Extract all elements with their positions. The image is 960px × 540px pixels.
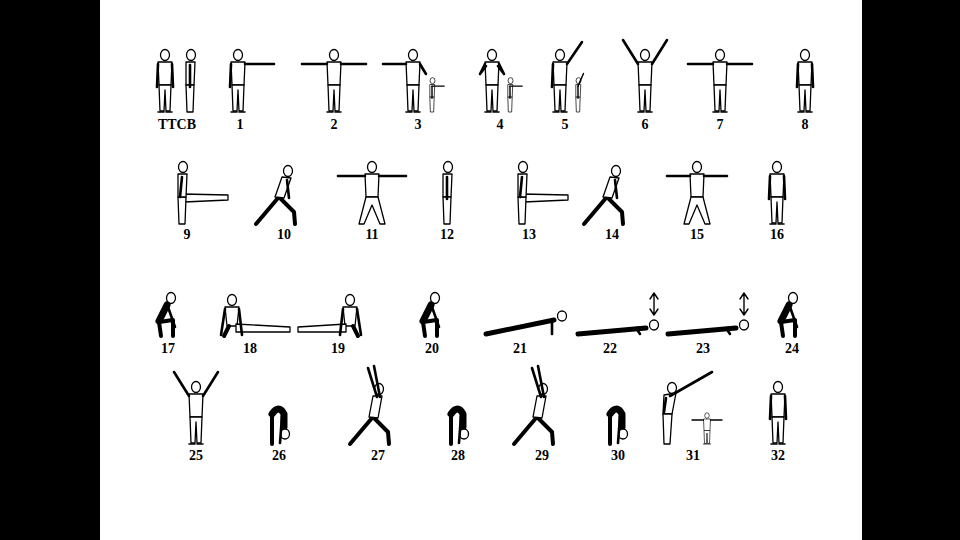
- callout-number: 24: [785, 342, 799, 356]
- callout-number: 31: [686, 449, 700, 463]
- callout-number: 18: [243, 342, 257, 356]
- callout-number: 17: [161, 342, 175, 356]
- callout-number: 9: [184, 228, 191, 242]
- callout-number: 6: [642, 118, 649, 132]
- callout-number: 32: [771, 449, 785, 463]
- callout-number: 22: [603, 342, 617, 356]
- callout-number: 19: [331, 342, 345, 356]
- callout-number: 10: [277, 228, 291, 242]
- callout-number: 8: [802, 118, 809, 132]
- callout-number: 12: [440, 228, 454, 242]
- callout-number: 16: [770, 228, 784, 242]
- callout-number: TTCB: [158, 118, 196, 132]
- callout-number: 14: [605, 228, 619, 242]
- callout-number: 7: [717, 118, 724, 132]
- callout-number: 13: [522, 228, 536, 242]
- callout-number: 29: [535, 449, 549, 463]
- callout-number: 2: [331, 118, 338, 132]
- callout-number: 25: [189, 449, 203, 463]
- callout-number: 15: [690, 228, 704, 242]
- callout-number: 5: [562, 118, 569, 132]
- callout-number: 23: [696, 342, 710, 356]
- callout-number: 30: [611, 449, 625, 463]
- callout-number: 4: [497, 118, 504, 132]
- callout-number: 28: [451, 449, 465, 463]
- callout-number: 26: [272, 449, 286, 463]
- callout-number: 1: [237, 118, 244, 132]
- callout-number: 21: [513, 342, 527, 356]
- callout-number: 3: [415, 118, 422, 132]
- callout-number: 27: [371, 449, 385, 463]
- callout-number: 20: [425, 342, 439, 356]
- white-panel: [100, 0, 862, 540]
- callout-number: 11: [365, 228, 378, 242]
